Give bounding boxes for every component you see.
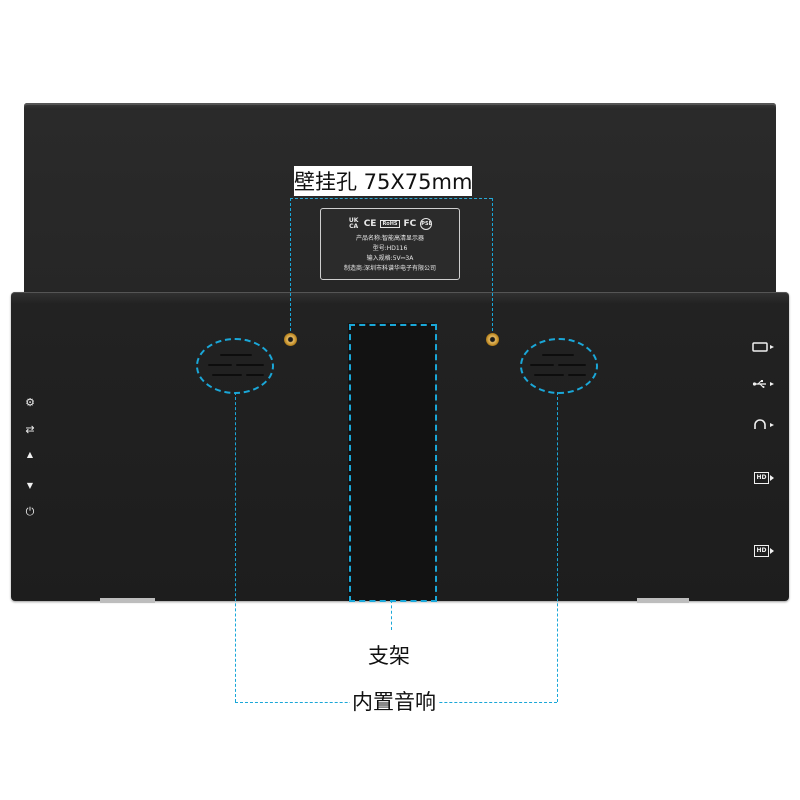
model-text: 型号:HD116 (372, 245, 408, 252)
certification-marks: UK CA CE RoHS FC PSE (321, 214, 459, 234)
stand-label: 支架 (368, 640, 410, 670)
monitor-foot-right (637, 598, 689, 603)
ukca-mark: UK CA (348, 217, 359, 230)
manufacturer-text: 制造商:深圳市科谱华电子有限公司 (343, 265, 437, 272)
rohs-mark: RoHS (380, 220, 400, 228)
rating-label-plate: UK CA CE RoHS FC PSE 产品名称:智能高清显示器 型号:HD1… (320, 208, 460, 280)
stand-callout-box (349, 324, 437, 602)
wall-mount-callout-line (290, 198, 492, 199)
wall-mount-hole-left (284, 333, 297, 346)
stand-callout-line (391, 600, 392, 630)
product-name-text: 产品名称:智能高清显示器 (355, 235, 425, 242)
wall-mount-label: 壁挂孔 75X75mm (294, 166, 473, 196)
stand-slot (348, 323, 435, 601)
refresh-icon[interactable]: ⇄ (25, 423, 35, 436)
down-arrow-icon[interactable]: ▼ (26, 481, 34, 490)
usb-port-icon (752, 380, 774, 388)
speaker-callout-left (196, 338, 274, 394)
monitor-foot-left (100, 598, 155, 603)
hdmi-port-2: HD (754, 545, 776, 557)
wall-mount-hole-right (486, 333, 499, 346)
ce-mark: CE (363, 219, 377, 229)
fcc-mark: FC (403, 219, 417, 229)
hdmi-port-icon: HD (754, 472, 769, 484)
hdmi-port-1: HD (754, 472, 776, 484)
up-arrow-icon[interactable]: ▲ (26, 450, 34, 459)
speaker-callout-right (520, 338, 598, 394)
speaker-callout-line-right (557, 392, 558, 702)
hdmi-port-icon: HD (754, 545, 769, 557)
headphone-port-icon (754, 419, 774, 429)
speakers-label: 内置音响 (350, 686, 438, 716)
speaker-callout-line-left (235, 392, 236, 702)
power-icon[interactable]: ⏻ (25, 505, 35, 518)
input-rating-text: 输入规格:5V⎓3A (366, 255, 414, 262)
type-c-port-icon (752, 342, 774, 352)
wall-mount-callout-line-right (492, 198, 493, 331)
pse-mark: PSE (420, 218, 433, 230)
wall-mount-callout-line-left (290, 198, 291, 331)
gear-icon[interactable]: ⚙ (25, 396, 35, 409)
